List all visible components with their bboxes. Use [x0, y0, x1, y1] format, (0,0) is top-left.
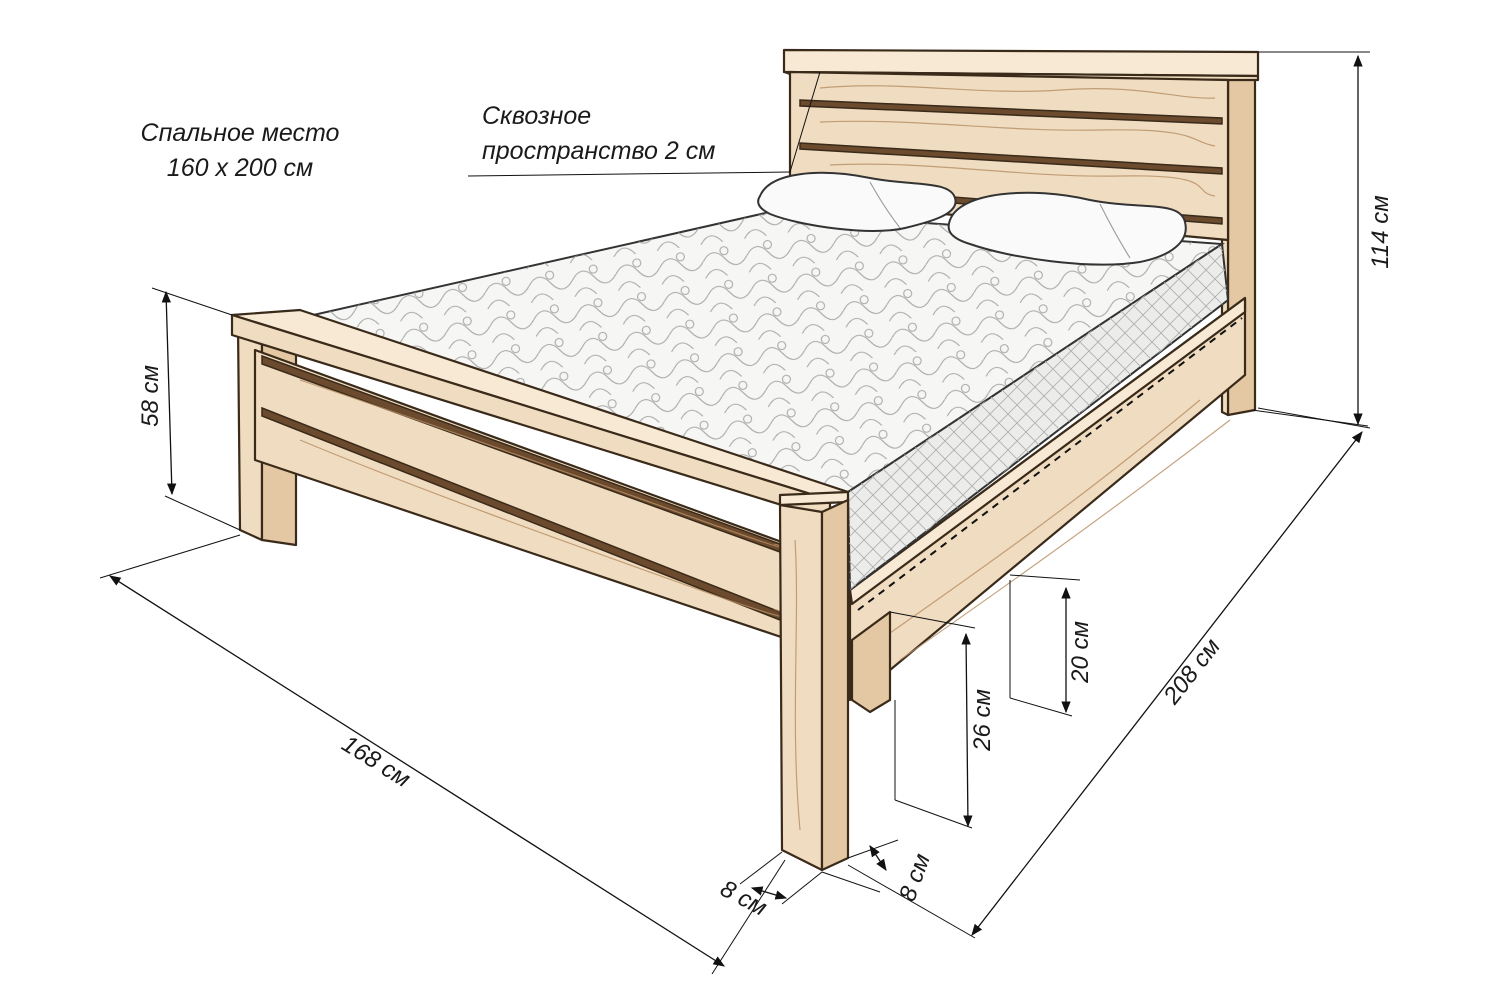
leg-width-front-label: 8 см — [716, 875, 771, 922]
sleep-area-label-line1: Спальное место — [141, 119, 340, 147]
pillow-right — [947, 191, 1187, 266]
pillows — [757, 171, 1187, 266]
gap-label-line1: Сквозное — [482, 102, 591, 130]
gap-label-line2: пространство 2 см — [482, 137, 715, 165]
headboard-height-label: 114 см — [1367, 195, 1394, 268]
footboard-height-label: 58 см — [137, 365, 164, 427]
clearance-height-label: 26 см — [969, 689, 996, 752]
length-label: 208 см — [1158, 633, 1226, 710]
dimension-lines — [99, 51, 1371, 975]
footboard — [230, 308, 892, 872]
mattress — [296, 210, 1230, 592]
leg-width-side-label: 8 см — [894, 850, 936, 905]
sleep-area-label-line2: 160 х 200 см — [167, 154, 313, 182]
rail-height-label: 20 см — [1067, 621, 1094, 684]
pillow-left — [757, 171, 957, 232]
width-label: 168 см — [337, 730, 415, 793]
slat-support-line — [857, 317, 1243, 611]
